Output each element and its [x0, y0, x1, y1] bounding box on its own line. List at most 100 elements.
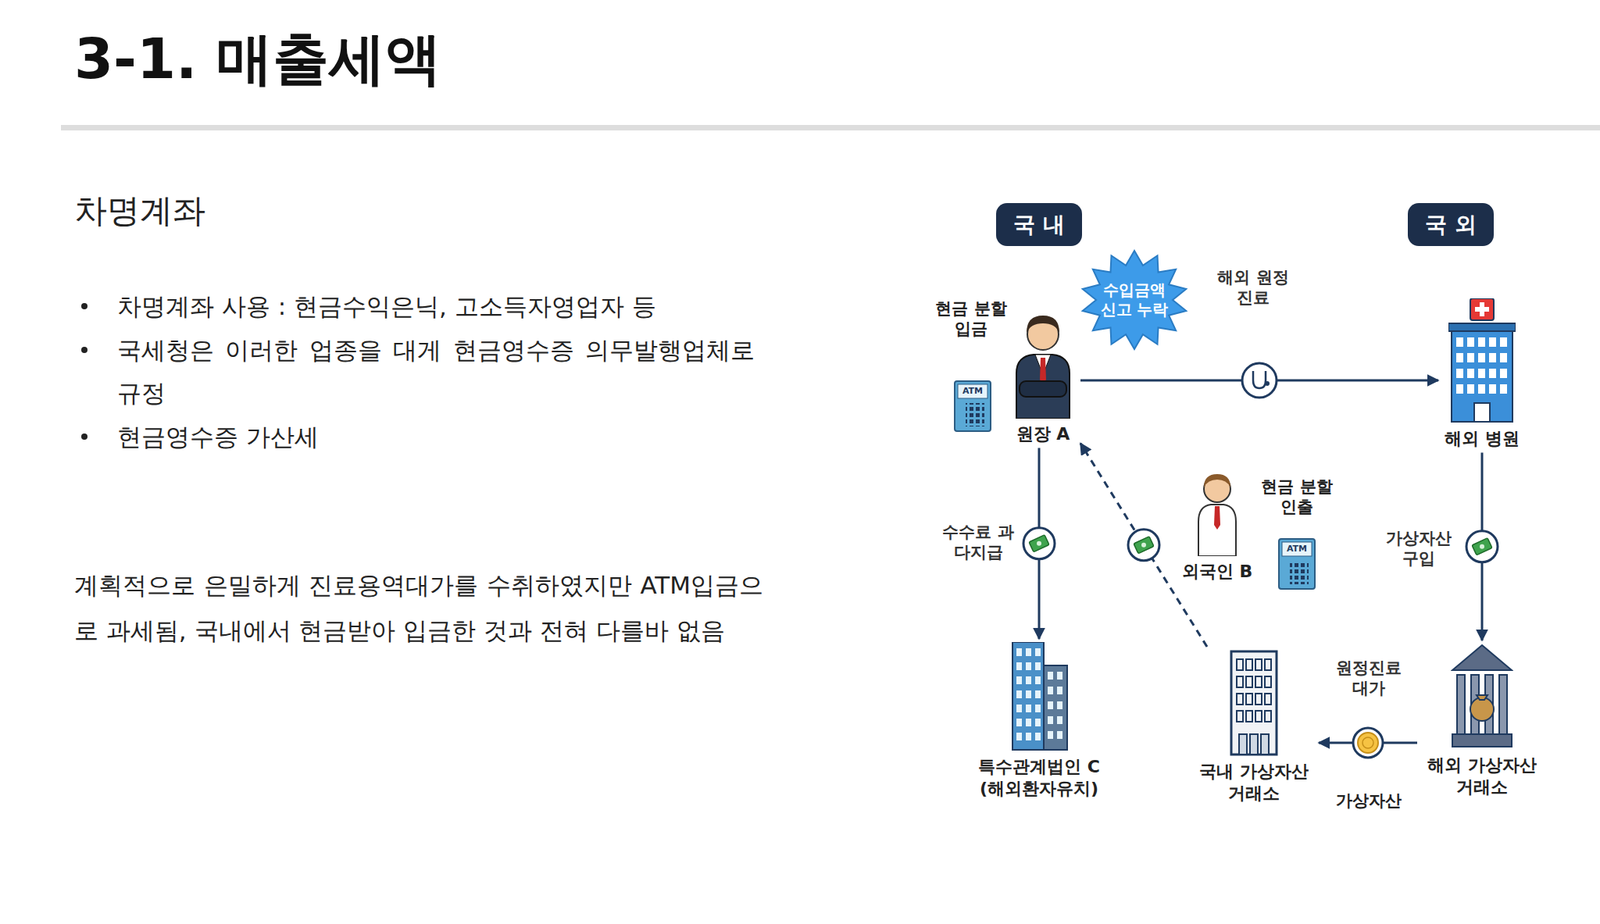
edge-label: 수수료 과다지급 — [940, 521, 1016, 564]
icon-part — [1448, 323, 1516, 332]
icon-part — [1016, 690, 1022, 699]
bullet-text: 현금영수증 가산세 — [117, 415, 755, 459]
icon-part — [1467, 353, 1475, 363]
icon-part — [1025, 690, 1032, 699]
icon-part — [1198, 504, 1236, 557]
node-text: 해외 가상자산 거래소 — [1423, 754, 1541, 798]
icon-part — [1250, 734, 1258, 755]
place-node: 해외 병원 — [1438, 295, 1526, 454]
icon-part — [1470, 697, 1494, 722]
icon-part — [1255, 676, 1262, 688]
icon-part — [1057, 671, 1063, 680]
icon-part — [1457, 675, 1465, 735]
company-node: 특수관계법인 C(해외환자유치) — [971, 639, 1107, 803]
icon-part — [1467, 384, 1475, 394]
icon-part — [1478, 384, 1486, 394]
icon-part — [1035, 718, 1041, 727]
icon-part — [1016, 648, 1022, 657]
icon-part — [1467, 368, 1475, 379]
node-text: (해외환자유치) — [979, 778, 1099, 800]
node-text: 국 내 — [1013, 210, 1065, 239]
icon-part — [1456, 384, 1464, 394]
edge-label: 해외 원정진료 — [1210, 267, 1297, 309]
starburst-fill — [1082, 250, 1187, 350]
icon-part — [1456, 337, 1464, 347]
icon-part — [1264, 676, 1272, 688]
icon-part — [1260, 734, 1269, 755]
node-icon — [1195, 470, 1240, 557]
node-text: 해외 병원 — [1444, 428, 1520, 450]
icon-part — [1141, 542, 1147, 548]
icon-part — [1047, 701, 1054, 710]
icon-part — [1489, 337, 1497, 347]
icon-part — [1500, 337, 1508, 347]
node-icon — [1011, 309, 1075, 419]
icon-part — [1214, 506, 1221, 530]
exchange-node: 해외 가상자산 거래소 — [1417, 640, 1547, 801]
icon-part — [1057, 686, 1063, 695]
icon-part — [1016, 354, 1070, 419]
bullet-dot — [81, 433, 88, 440]
icon-part — [1057, 701, 1063, 710]
icon-part — [1474, 403, 1490, 422]
icon-part — [1035, 732, 1041, 741]
icon-part — [1047, 731, 1054, 740]
page-title: 3-1. 매출세액 — [74, 21, 443, 97]
edge-label: 원정진료 대가 — [1325, 657, 1412, 700]
icon-part — [1025, 676, 1032, 685]
node-text: 수입금액 신고 누락 — [1096, 280, 1172, 320]
icon-part — [1016, 676, 1022, 685]
icon-part — [1246, 710, 1253, 722]
money-symbol — [1128, 529, 1160, 561]
note-label: 현금 분할 인출 — [1258, 476, 1336, 518]
icon-part — [1028, 535, 1050, 553]
money-symbol — [1023, 528, 1055, 560]
icon-part — [1023, 528, 1055, 560]
icon-part — [1236, 693, 1243, 705]
dashed-arrow — [1080, 443, 1208, 648]
icon-part — [1025, 704, 1032, 713]
icon-part — [1019, 381, 1067, 397]
alert-starburst: 수입금액 신고 누락 — [1079, 249, 1190, 351]
icon-part — [1236, 710, 1243, 722]
icon-part — [1500, 353, 1508, 363]
icon-part — [1499, 675, 1508, 735]
icon-part — [1239, 734, 1247, 755]
atm-symbol — [1278, 539, 1315, 590]
icon-part — [1035, 676, 1041, 685]
money-symbol — [1466, 531, 1498, 563]
icon-part — [1246, 693, 1253, 705]
icon-part — [1025, 648, 1032, 657]
icon-part — [1264, 710, 1272, 722]
icon-part — [1203, 474, 1231, 488]
flow-label: 가상자산 — [1325, 790, 1412, 811]
icon-part — [1264, 693, 1272, 705]
icon-part — [1133, 536, 1154, 554]
icon-part — [1470, 298, 1494, 321]
node-text: 원장 A — [1016, 423, 1071, 446]
icon-part — [1035, 662, 1041, 671]
node-icon — [1448, 298, 1516, 424]
icon-part — [1047, 686, 1054, 695]
note-label: 현금 분할 입금 — [932, 298, 1010, 340]
icon-part — [1264, 659, 1272, 671]
icon-part — [1128, 529, 1160, 561]
icon-part — [1471, 538, 1493, 556]
icon-part — [1479, 544, 1485, 550]
icon-part — [1043, 665, 1068, 750]
icon-part — [1452, 645, 1512, 671]
edge-label: 가상자산 구입 — [1381, 528, 1457, 570]
icon-part — [1231, 651, 1277, 755]
icon-part — [1016, 662, 1022, 671]
icon-part — [1047, 671, 1054, 680]
icon-part — [1035, 690, 1041, 699]
icon-part — [1016, 704, 1022, 713]
icon-part — [1466, 531, 1498, 563]
body-paragraph: 계획적으로 은밀하게 진료용역대가를 수취하였지만 ATM입금으로 과세됨, 국… — [74, 562, 764, 654]
icon-part — [1012, 642, 1044, 750]
icon-part — [1489, 368, 1497, 379]
icon-part — [1478, 337, 1486, 347]
icon-part — [1255, 710, 1262, 722]
